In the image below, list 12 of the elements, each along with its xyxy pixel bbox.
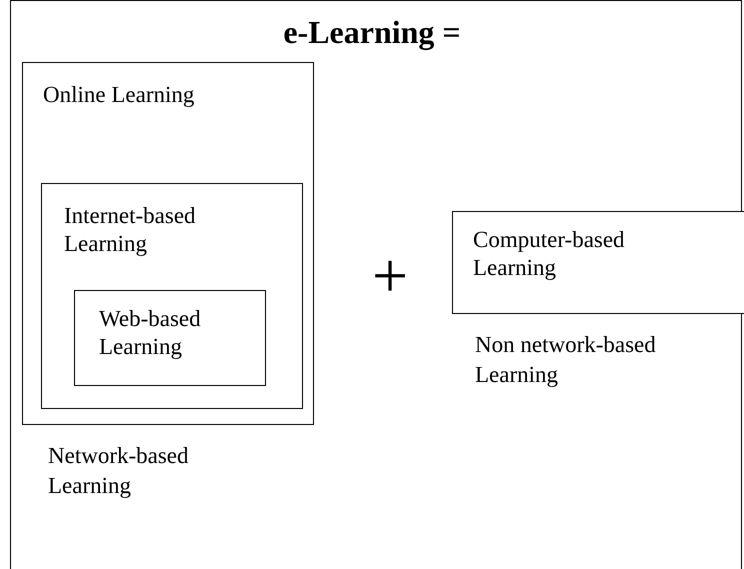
caption-text: Non network-based Learning bbox=[475, 331, 657, 389]
nested-box bbox=[452, 211, 744, 314]
box-label: Online Learning bbox=[43, 81, 194, 109]
plus-sign: + bbox=[372, 244, 408, 308]
box-label: Computer-based Learning bbox=[473, 226, 626, 282]
nested-box bbox=[22, 62, 314, 425]
caption-text: Network-based Learning bbox=[48, 442, 190, 500]
box-label: Internet-based Learning bbox=[64, 202, 197, 258]
box-label: Web-based Learning bbox=[99, 305, 202, 361]
nested-box bbox=[41, 183, 303, 409]
nested-box bbox=[74, 290, 266, 386]
diagram-title: e-Learning = bbox=[282, 13, 462, 52]
